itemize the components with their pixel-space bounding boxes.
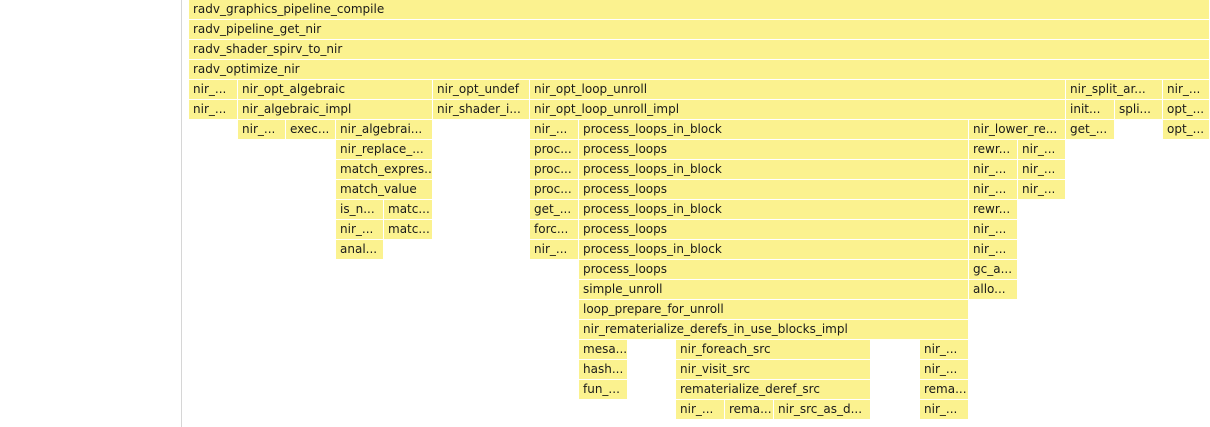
frame-nir-foreach-src[interactable]: nir_foreach_src	[676, 340, 871, 359]
frame-loop-prepare-for-unroll[interactable]: loop_prepare_for_unroll	[579, 300, 969, 319]
frame-nir-replace[interactable]: nir_replace_...	[336, 140, 433, 159]
frame-opt[interactable]: opt_...	[1163, 120, 1210, 139]
frame-radv-pipeline-get-nir[interactable]: radv_pipeline_get_nir	[189, 20, 1210, 39]
frame-opt[interactable]: opt_...	[1163, 100, 1210, 119]
frame-is-n[interactable]: is_n...	[336, 200, 384, 219]
frame-forc[interactable]: forc...	[530, 220, 579, 239]
frame-radv-graphics-pipeline-compile[interactable]: radv_graphics_pipeline_compile	[189, 0, 1210, 19]
frame-nir[interactable]: nir_...	[920, 360, 969, 379]
frame-nir[interactable]: nir_...	[238, 120, 286, 139]
frame-process-loops[interactable]: process_loops	[579, 220, 969, 239]
frame-exec[interactable]: exec...	[286, 120, 336, 139]
frame-match-value[interactable]: match_value	[336, 180, 433, 199]
frame-rema[interactable]: rema...	[725, 400, 774, 419]
frame-nir[interactable]: nir_...	[1018, 160, 1066, 179]
frame-process-loops-in-block[interactable]: process_loops_in_block	[579, 200, 969, 219]
frame-nir-rematerialize-derefs-in-use-blocks-impl[interactable]: nir_rematerialize_derefs_in_use_blocks_i…	[579, 320, 969, 339]
frame-radv-shader-spirv-to-nir[interactable]: radv_shader_spirv_to_nir	[189, 40, 1210, 59]
frame-nir-opt-loop-unroll-impl[interactable]: nir_opt_loop_unroll_impl	[530, 100, 1066, 119]
frame-process-loops-in-block[interactable]: process_loops_in_block	[579, 240, 969, 259]
frame-nir[interactable]: nir_...	[189, 100, 238, 119]
frame-nir-visit-src[interactable]: nir_visit_src	[676, 360, 871, 379]
frame-nir-algebraic-impl[interactable]: nir_algebraic_impl	[238, 100, 433, 119]
frame-nir[interactable]: nir_...	[1163, 80, 1210, 99]
frame-rematerialize-deref-src[interactable]: rematerialize_deref_src	[676, 380, 871, 399]
frame-process-loops[interactable]: process_loops	[579, 260, 969, 279]
frame-nir-split-ar[interactable]: nir_split_ar...	[1066, 80, 1163, 99]
frame-gc-a[interactable]: gc_a...	[969, 260, 1018, 279]
frame-simple-unroll[interactable]: simple_unroll	[579, 280, 969, 299]
frame-match-expres[interactable]: match_expres...	[336, 160, 433, 179]
frame-matc[interactable]: matc...	[384, 220, 433, 239]
frame-nir-shader-i[interactable]: nir_shader_i...	[433, 100, 530, 119]
frame-fun[interactable]: fun_...	[579, 380, 628, 399]
frame-allo[interactable]: allo...	[969, 280, 1018, 299]
frame-nir[interactable]: nir_...	[920, 340, 969, 359]
frame-process-loops-in-block[interactable]: process_loops_in_block	[579, 120, 969, 139]
frame-anal[interactable]: anal...	[336, 240, 384, 259]
frame-nir[interactable]: nir_...	[969, 220, 1018, 239]
frame-get[interactable]: get_...	[530, 200, 579, 219]
frame-hash[interactable]: hash...	[579, 360, 628, 379]
frame-rewr[interactable]: rewr...	[969, 200, 1018, 219]
frame-proc[interactable]: proc...	[530, 180, 579, 199]
frame-proc[interactable]: proc...	[530, 160, 579, 179]
frame-nir[interactable]: nir_...	[969, 160, 1018, 179]
frame-radv-optimize-nir[interactable]: radv_optimize_nir	[189, 60, 1210, 79]
left-margin-line	[181, 0, 182, 427]
frame-rewr[interactable]: rewr...	[969, 140, 1018, 159]
frame-rema[interactable]: rema...	[920, 380, 969, 399]
frame-mesa[interactable]: mesa...	[579, 340, 628, 359]
frame-matc[interactable]: matc...	[384, 200, 433, 219]
frame-nir-opt-undef[interactable]: nir_opt_undef	[433, 80, 530, 99]
frame-nir[interactable]: nir_...	[1018, 140, 1066, 159]
frame-nir[interactable]: nir_...	[189, 80, 238, 99]
frame-process-loops[interactable]: process_loops	[579, 180, 969, 199]
frame-nir[interactable]: nir_...	[530, 240, 579, 259]
frame-nir[interactable]: nir_...	[969, 240, 1018, 259]
frame-nir[interactable]: nir_...	[530, 120, 579, 139]
frame-nir[interactable]: nir_...	[676, 400, 725, 419]
frame-process-loops[interactable]: process_loops	[579, 140, 969, 159]
frame-nir-src-as-d[interactable]: nir_src_as_d...	[774, 400, 871, 419]
frame-nir-lower-re[interactable]: nir_lower_re...	[969, 120, 1066, 139]
frame-get[interactable]: get_...	[1066, 120, 1115, 139]
frame-proc[interactable]: proc...	[530, 140, 579, 159]
frame-nir[interactable]: nir_...	[1018, 180, 1066, 199]
frame-spli[interactable]: spli...	[1115, 100, 1163, 119]
frame-nir-opt-algebraic[interactable]: nir_opt_algebraic	[238, 80, 433, 99]
frame-nir[interactable]: nir_...	[336, 220, 384, 239]
frame-nir[interactable]: nir_...	[920, 400, 969, 419]
frame-nir-opt-loop-unroll[interactable]: nir_opt_loop_unroll	[530, 80, 1066, 99]
frame-init[interactable]: init...	[1066, 100, 1115, 119]
frame-process-loops-in-block[interactable]: process_loops_in_block	[579, 160, 969, 179]
frame-nir[interactable]: nir_...	[969, 180, 1018, 199]
frame-nir-algebrai[interactable]: nir_algebrai...	[336, 120, 433, 139]
